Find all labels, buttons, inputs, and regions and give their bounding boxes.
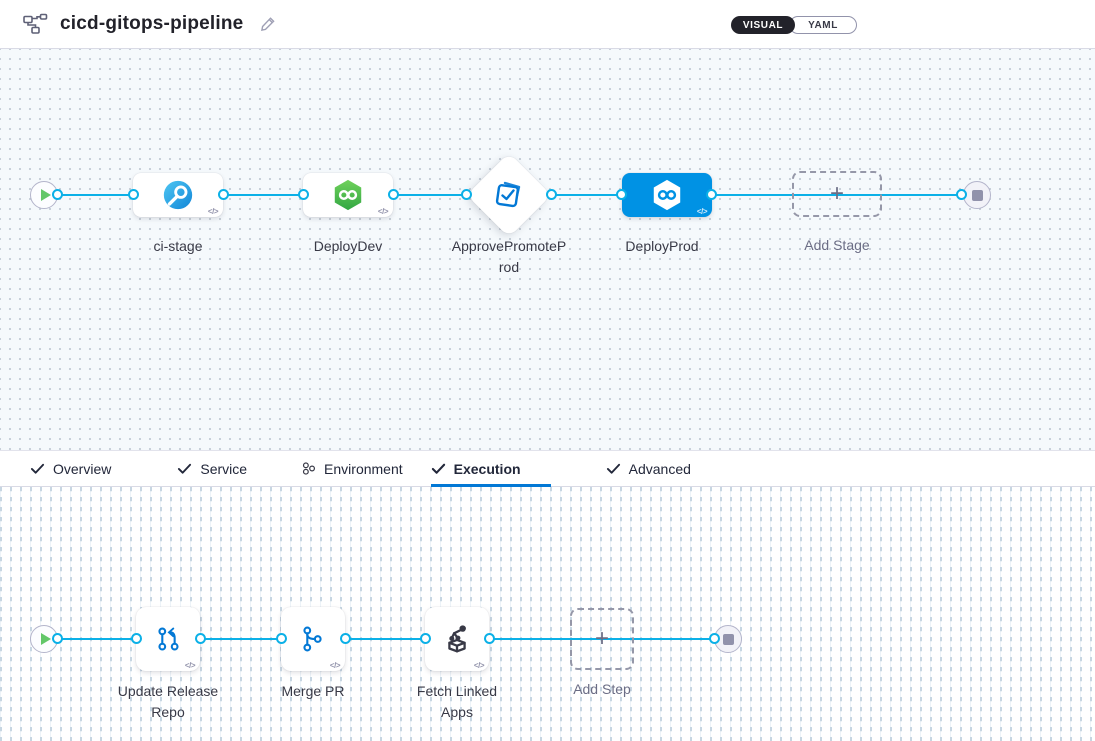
port[interactable] xyxy=(709,633,720,644)
toggle-yaml-label: YAML xyxy=(808,19,838,31)
step-connector-line xyxy=(44,638,728,640)
tab-label: Environment xyxy=(324,460,403,477)
step-node-update-release-repo[interactable]: </> xyxy=(136,607,200,671)
check-icon xyxy=(606,463,620,474)
add-step-button[interactable]: + xyxy=(570,608,634,670)
merge-pr-icon xyxy=(294,620,332,658)
add-stage-button[interactable]: + xyxy=(792,171,882,217)
plus-icon: + xyxy=(829,180,844,207)
stage-label: ApprovePromoteProd xyxy=(451,238,567,275)
environment-icon xyxy=(302,462,316,475)
stage-node-deploydev[interactable]: </> xyxy=(303,173,393,217)
update-release-repo-icon xyxy=(149,620,187,658)
tab-label: Service xyxy=(200,460,248,477)
code-toggle-icon[interactable]: </> xyxy=(329,661,341,670)
cd-deploy-icon xyxy=(331,178,365,212)
stage-label: DeployDev xyxy=(313,238,383,254)
tab-execution[interactable]: Execution xyxy=(430,451,551,487)
tab-label: Advanced xyxy=(628,460,691,477)
tab-environment[interactable]: Environment xyxy=(301,451,403,486)
pipeline-icon xyxy=(22,13,48,35)
port[interactable] xyxy=(616,189,627,200)
step-label: Merge PR xyxy=(281,683,345,699)
header-bar: cicd-gitops-pipeline VISUAL YAML xyxy=(0,0,1095,49)
code-toggle-icon[interactable]: </> xyxy=(184,661,196,670)
toggle-yaml-button[interactable]: YAML xyxy=(789,16,857,34)
port[interactable] xyxy=(276,633,287,644)
edit-pipeline-name-icon[interactable] xyxy=(259,15,277,33)
plus-icon: + xyxy=(594,625,609,652)
stop-icon xyxy=(971,189,983,201)
fetch-linked-apps-icon xyxy=(438,620,476,658)
step-node-merge-pr[interactable]: </> xyxy=(281,607,345,671)
stage-node-ci-stage[interactable]: </> xyxy=(133,173,223,217)
code-toggle-icon[interactable]: </> xyxy=(207,207,219,216)
tab-overview[interactable]: Overview xyxy=(30,451,111,486)
ci-build-icon xyxy=(161,178,195,212)
stage-graph-canvas[interactable]: </> </> xyxy=(0,49,1095,450)
port[interactable] xyxy=(218,189,229,200)
port[interactable] xyxy=(388,189,399,200)
port[interactable] xyxy=(340,633,351,644)
tab-label: Overview xyxy=(53,460,112,477)
toggle-visual-button[interactable]: VISUAL xyxy=(731,16,795,34)
code-toggle-icon[interactable]: </> xyxy=(377,207,389,216)
step-label: Update Release Repo xyxy=(117,683,219,720)
step-label: Fetch Linked Apps xyxy=(416,683,498,720)
check-icon xyxy=(178,463,192,474)
check-icon xyxy=(30,463,45,474)
port[interactable] xyxy=(706,189,717,200)
add-step-label: Add Step xyxy=(573,681,631,697)
port[interactable] xyxy=(52,189,63,200)
stage-label: ci-stage xyxy=(153,238,203,254)
tab-advanced[interactable]: Advanced xyxy=(606,451,691,486)
stage-node-deployprod[interactable]: </> xyxy=(622,173,712,217)
play-icon xyxy=(40,189,51,201)
port[interactable] xyxy=(546,189,557,200)
check-icon xyxy=(431,463,445,474)
code-toggle-icon[interactable]: </> xyxy=(696,207,708,216)
execution-graph-canvas[interactable]: </> </> xyxy=(0,487,1095,741)
approval-icon xyxy=(489,175,529,215)
stage-label: DeployProd xyxy=(625,238,699,254)
stop-icon xyxy=(722,633,734,645)
pipeline-end-node xyxy=(963,181,991,209)
add-stage-label: Add Stage xyxy=(804,237,870,253)
tab-service[interactable]: Service xyxy=(177,451,247,486)
port[interactable] xyxy=(195,633,206,644)
port[interactable] xyxy=(461,189,472,200)
port[interactable] xyxy=(484,633,495,644)
port[interactable] xyxy=(52,633,63,644)
visual-yaml-toggle: VISUAL YAML xyxy=(731,16,857,34)
port[interactable] xyxy=(131,633,142,644)
toggle-visual-label: VISUAL xyxy=(742,19,784,31)
port[interactable] xyxy=(298,189,309,200)
pipeline-title: cicd-gitops-pipeline xyxy=(60,13,244,34)
stage-node-approvepromoteprod[interactable] xyxy=(466,152,552,238)
step-node-fetch-linked-apps[interactable]: </> xyxy=(425,607,489,671)
tab-label: Execution xyxy=(453,460,521,477)
code-toggle-icon[interactable]: </> xyxy=(473,661,485,670)
port[interactable] xyxy=(956,189,967,200)
play-icon xyxy=(40,633,51,645)
pipeline-start-node xyxy=(30,181,58,209)
port[interactable] xyxy=(420,633,431,644)
cd-deploy-icon-selected xyxy=(650,178,684,212)
port[interactable] xyxy=(128,189,139,200)
stage-config-tabs: Overview Service Environment Execution A… xyxy=(0,450,1095,487)
